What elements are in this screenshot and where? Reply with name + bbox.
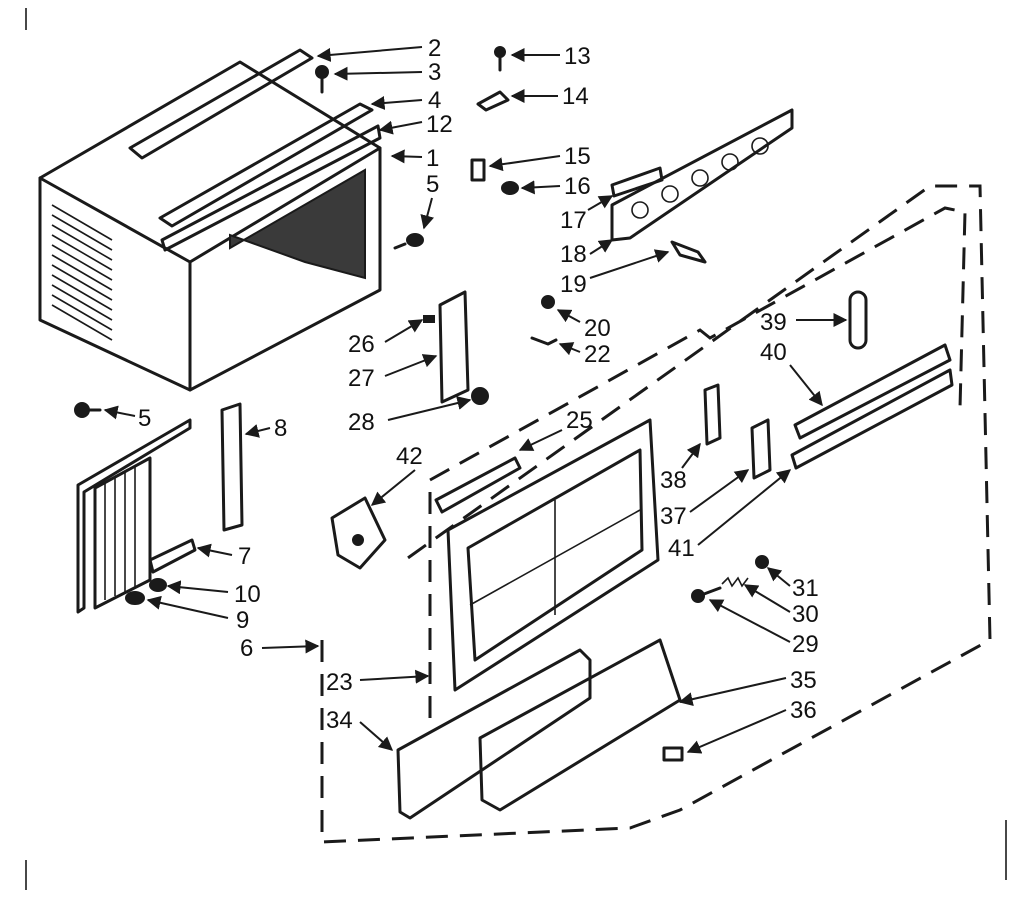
badge-part-36 xyxy=(662,746,684,762)
top-channel-part-2 xyxy=(128,48,314,160)
callout-3: 3 xyxy=(428,59,441,86)
filter-part-34 xyxy=(396,648,592,820)
callout-39: 39 xyxy=(760,309,787,336)
mounting-plate-part-27 xyxy=(438,290,470,404)
callout-2: 2 xyxy=(428,35,441,62)
callout-23: 23 xyxy=(326,669,353,696)
leader-lines xyxy=(103,46,848,754)
front-panel-part-35 xyxy=(478,638,682,812)
callout-35: 35 xyxy=(790,667,817,694)
strip-part-4 xyxy=(158,102,374,228)
grille-dashed-outline xyxy=(428,206,967,718)
fastener-part-10 xyxy=(149,578,167,592)
strip-part-12 xyxy=(160,124,382,252)
callout-5-upper: 5 xyxy=(426,171,439,198)
bracket-part-37 xyxy=(750,418,772,480)
callout-12: 12 xyxy=(426,111,453,138)
callout-28: 28 xyxy=(348,409,375,436)
callout-8: 8 xyxy=(274,415,287,442)
callout-labels: 2 3 4 12 1 5 5 13 14 15 16 17 18 19 20 2… xyxy=(138,35,819,734)
button-part-39 xyxy=(848,290,868,350)
callout-9: 9 xyxy=(236,607,249,634)
rail-part-40 xyxy=(793,343,952,440)
callout-6: 6 xyxy=(240,635,253,662)
bracket-part-8 xyxy=(220,402,244,532)
callout-41: 41 xyxy=(668,535,695,562)
screw-part-5-upper xyxy=(393,233,424,250)
rail-part-41 xyxy=(790,368,954,470)
control-panel-plate xyxy=(610,108,794,242)
nut-part-31 xyxy=(755,555,769,569)
wire-part-22 xyxy=(530,336,558,346)
clip-part-18 xyxy=(670,240,707,264)
callout-38: 38 xyxy=(660,467,687,494)
callout-7: 7 xyxy=(238,543,251,570)
callout-34: 34 xyxy=(326,707,353,734)
screw-part-13 xyxy=(494,46,506,72)
callout-25: 25 xyxy=(566,407,593,434)
callout-26: 26 xyxy=(348,331,375,358)
switch-part-20 xyxy=(541,295,555,309)
screw-part-29 xyxy=(691,586,722,603)
front-assembly-dashed-outline xyxy=(320,184,992,844)
clip-part-14 xyxy=(476,90,510,112)
callout-31: 31 xyxy=(792,575,819,602)
callout-42: 42 xyxy=(396,443,423,470)
callout-4: 4 xyxy=(428,87,441,114)
callout-20: 20 xyxy=(584,315,611,342)
callout-29: 29 xyxy=(792,631,819,658)
callout-19: 19 xyxy=(560,271,587,298)
front-frame-part-25 xyxy=(434,418,660,692)
slot-part-26 xyxy=(423,315,435,323)
callout-17: 17 xyxy=(560,207,587,234)
spring-part-30 xyxy=(721,576,749,588)
callout-37: 37 xyxy=(660,503,687,530)
callout-40: 40 xyxy=(760,339,787,366)
callout-22: 22 xyxy=(584,341,611,368)
callout-10: 10 xyxy=(234,581,261,608)
callout-15: 15 xyxy=(564,143,591,170)
callout-36: 36 xyxy=(790,697,817,724)
callout-18: 18 xyxy=(560,241,587,268)
callout-16: 16 xyxy=(564,173,591,200)
knob-part-16 xyxy=(501,181,519,195)
callout-1: 1 xyxy=(426,145,439,172)
cabinet-part-1 xyxy=(38,60,382,392)
callout-14: 14 xyxy=(562,83,589,110)
callout-5-lower: 5 xyxy=(138,405,151,432)
rail-part-7 xyxy=(148,538,197,574)
screw-part-3 xyxy=(315,65,329,94)
callout-27: 27 xyxy=(348,365,375,392)
side-curtain-part-6 xyxy=(76,418,192,614)
screw-part-5-lower xyxy=(74,402,102,418)
knob-part-28 xyxy=(471,387,489,405)
bracket-part-38 xyxy=(703,383,722,446)
callout-30: 30 xyxy=(792,601,819,628)
knob-part-42 xyxy=(330,496,387,570)
bracket-part-15 xyxy=(470,158,486,182)
callout-13: 13 xyxy=(564,43,591,70)
fastener-part-9 xyxy=(125,591,145,605)
